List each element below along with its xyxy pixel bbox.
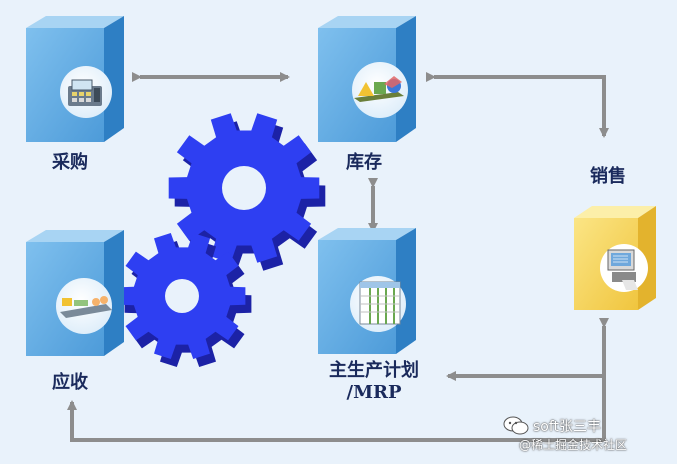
box-top xyxy=(318,228,416,240)
cash-register-icon xyxy=(68,79,102,106)
gear-hole xyxy=(165,279,199,313)
sales-module xyxy=(574,206,656,310)
watermark-source: @稀土掘金技术社区 xyxy=(519,438,628,452)
shapes-on-conveyor-icon xyxy=(354,76,404,102)
box-side xyxy=(396,228,416,354)
mps-module xyxy=(318,228,416,354)
procurement-module xyxy=(26,16,124,142)
receivables-module xyxy=(26,230,124,356)
gears xyxy=(118,113,326,367)
watermark-author: soft张三丰 xyxy=(533,419,602,435)
inventory-module xyxy=(318,16,416,142)
arrow-sales-receivables xyxy=(67,376,606,442)
gear-icon xyxy=(168,113,326,271)
mps-label-line2: /MRP xyxy=(346,382,402,403)
connections xyxy=(67,72,609,442)
inventory-label: 库存 xyxy=(346,152,382,173)
arrow-inventory-sales xyxy=(426,72,609,138)
watermark: soft张三丰 @稀土掘金技术社区 xyxy=(497,414,667,458)
procurement-label: 采购 xyxy=(52,152,88,173)
receivables-label: 应收 xyxy=(52,372,88,393)
box-side xyxy=(396,16,416,142)
box-top xyxy=(26,16,124,28)
box-side xyxy=(638,206,656,310)
spreadsheet-icon xyxy=(359,281,401,325)
arrow-sales-mps xyxy=(446,318,609,381)
box-top xyxy=(318,16,416,28)
box-side xyxy=(104,16,124,142)
box-top xyxy=(574,206,656,218)
gear-hole xyxy=(222,166,266,210)
box-side xyxy=(104,230,124,356)
mps-label-line1: 主生产计划 xyxy=(329,360,419,381)
gear-icon xyxy=(118,233,252,367)
terminal-printer-icon xyxy=(607,249,638,290)
wechat-icon xyxy=(503,416,529,435)
box-top xyxy=(26,230,124,242)
sales-label: 销售 xyxy=(590,166,626,187)
money-conveyor-icon xyxy=(60,296,112,318)
mps-label: 主生产计划 /MRP xyxy=(312,360,436,404)
